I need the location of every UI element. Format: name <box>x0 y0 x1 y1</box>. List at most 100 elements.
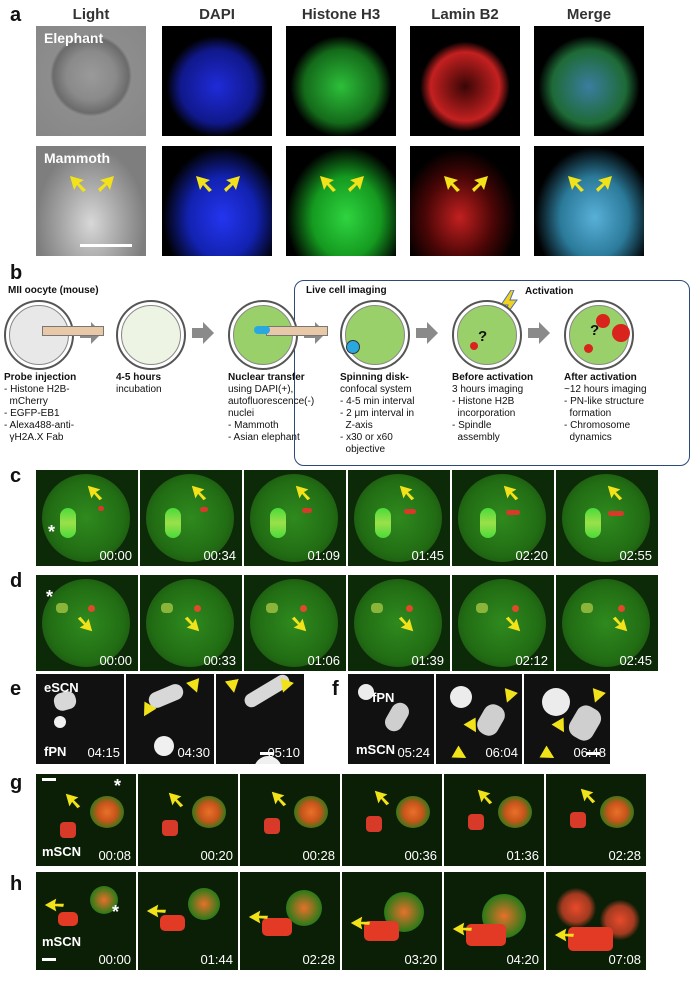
timestamp: 02:45 <box>619 653 652 668</box>
step-title: Spinning disk- <box>340 372 409 383</box>
step-line: ~12 hours imaging <box>564 384 647 395</box>
arrow-icon <box>399 485 415 501</box>
arrow-icon <box>224 176 240 192</box>
spindle <box>56 603 68 613</box>
spindle <box>192 796 226 828</box>
arrow-icon <box>44 898 64 912</box>
arrow-icon <box>612 616 628 632</box>
arrowhead-icon <box>144 701 157 717</box>
pipette-icon <box>42 326 104 336</box>
spindle <box>375 508 391 538</box>
scale-bar <box>42 778 56 781</box>
step-line: - Mammoth <box>228 420 279 431</box>
panel-label-g: g <box>10 772 23 794</box>
red-dot-icon <box>612 324 630 342</box>
live-imaging-title: Live cell imaging <box>306 285 387 296</box>
step-line: mCherry <box>4 396 48 407</box>
step-title: Probe injection <box>4 372 77 383</box>
step-arrow-icon <box>192 322 214 344</box>
micrograph-cell <box>410 26 520 136</box>
spindle <box>476 603 488 613</box>
spindle <box>266 603 278 613</box>
timelapse-frame: 04:30 <box>126 674 214 764</box>
timestamp: 01:06 <box>307 653 340 668</box>
timelapse-frame: 00:36 <box>342 774 442 866</box>
step-line: objective <box>340 444 386 455</box>
pipette-icon <box>266 326 328 336</box>
timelapse-frame: 04:15 <box>36 674 124 764</box>
timelapse-frame: 05:24 <box>348 674 434 764</box>
oocyte-cytoplasm <box>345 305 405 365</box>
step-title: After activation <box>564 372 637 383</box>
chromosome <box>200 507 208 512</box>
timestamp: 00:00 <box>98 952 131 967</box>
step-line: Z-axis <box>340 420 373 431</box>
chromosome-cluster <box>60 822 76 838</box>
chromosome-mass <box>473 700 509 740</box>
arrow-icon <box>65 793 81 809</box>
timestamp: 01:44 <box>200 952 233 967</box>
spindle <box>286 890 322 926</box>
chromosome-cluster <box>262 918 292 936</box>
chromosome-cluster <box>568 927 613 951</box>
chromosome <box>98 506 104 511</box>
timestamp: 02:12 <box>515 653 548 668</box>
step-line: - EGFP-EB1 <box>4 408 60 419</box>
panel-label-e: e <box>10 678 22 700</box>
chromosome-cluster <box>468 814 484 830</box>
arrow-icon <box>580 788 596 804</box>
step-line: - Asian elephant <box>228 432 300 443</box>
fpn-label: fPN <box>372 690 395 705</box>
chromosome <box>88 605 95 612</box>
micrograph-cell: Mammoth <box>36 146 146 256</box>
step-arrow-icon <box>416 322 438 344</box>
arrow-icon <box>452 922 472 936</box>
timestamp: 05:24 <box>397 745 430 760</box>
arrow-icon <box>87 485 103 501</box>
micrograph-cell <box>534 146 644 256</box>
spindle <box>294 796 328 828</box>
arrow-icon <box>77 616 93 632</box>
timestamp: 00:20 <box>200 848 233 863</box>
row-label: Elephant <box>44 30 104 46</box>
chromosome <box>608 511 624 516</box>
timestamp: 00:00 <box>99 653 132 668</box>
step-line: incubation <box>116 384 162 395</box>
step-line: - 2 μm interval in <box>340 408 415 419</box>
step-title: 4-5 hours <box>116 372 162 383</box>
timestamp: 02:20 <box>515 548 548 563</box>
arrow-icon <box>70 176 86 192</box>
arrowhead-icon <box>539 745 555 758</box>
timelapse-frame: 06:48 <box>524 674 610 764</box>
spindle <box>396 796 430 828</box>
spindle <box>90 886 118 914</box>
panel-label-b: b <box>10 262 23 284</box>
chromosome-cluster <box>466 924 506 946</box>
spindle <box>60 508 76 538</box>
step-text: After activation~12 hours imaging- PN-li… <box>564 372 672 444</box>
timelapse-frame: *00:00 <box>36 575 138 671</box>
chromosome <box>302 508 312 513</box>
timelapse-frame: *00:00 <box>36 470 138 566</box>
chromosome-cluster <box>160 915 185 931</box>
step-title: Before activation <box>452 372 534 383</box>
chromosome <box>512 605 519 612</box>
panel-label-h: h <box>10 873 23 895</box>
arrow-icon <box>505 616 521 632</box>
micrograph-cell <box>162 146 272 256</box>
mii-oocyte-label: MII oocyte (mouse) <box>8 285 99 296</box>
step-line: formation <box>564 408 612 419</box>
asterisk: * <box>114 776 122 796</box>
arrow-icon <box>271 791 287 807</box>
spindle <box>581 603 593 613</box>
question-mark: ? <box>590 322 600 339</box>
step-line: 3 hours imaging <box>452 384 524 395</box>
column-header: DAPI <box>199 6 235 23</box>
step-line: - Alexa488-anti- <box>4 420 75 431</box>
oocyte-image <box>562 474 650 562</box>
step-line: - Spindle <box>452 420 492 431</box>
timelapse-frame: 02:45 <box>556 575 658 671</box>
timestamp: 02:55 <box>619 548 652 563</box>
